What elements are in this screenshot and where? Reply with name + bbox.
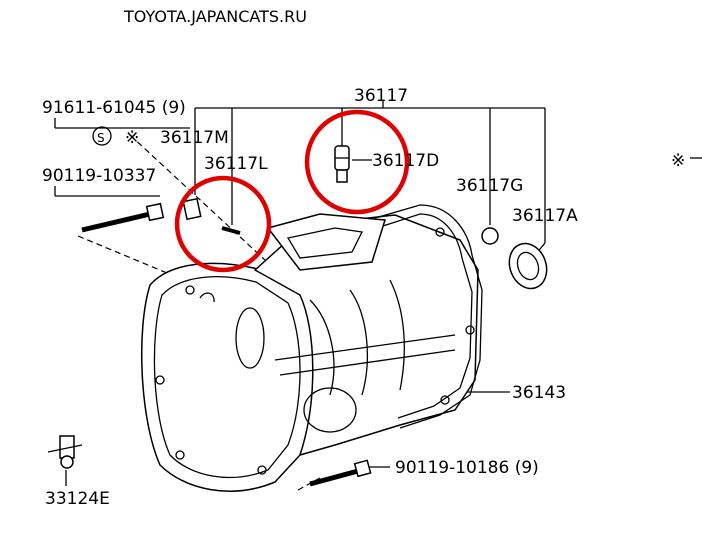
plug-36117G [481, 227, 499, 245]
label-edge-star-mark: ※ [671, 151, 685, 171]
label-36117: 36117 [354, 86, 408, 106]
bolt-90119-10337 [81, 202, 165, 233]
label-36117M: 36117M [160, 128, 229, 148]
label-91611-61045: 91611-61045 (9) [42, 98, 186, 118]
label-star-mark: ※ [125, 128, 139, 148]
label-33124E: 33124E [45, 489, 110, 509]
pin-36117L [221, 226, 241, 235]
highlight-ring-36117D [304, 109, 410, 215]
transmission-case [141, 204, 483, 492]
highlight-ring-36117M-L [174, 175, 272, 273]
label-36117A: 36117A [512, 206, 578, 226]
label-36117G: 36117G [456, 176, 523, 196]
bolt-90119-10186 [309, 459, 372, 487]
plug-36117M [182, 197, 202, 221]
label-90119-10337: 90119-10337 [42, 166, 156, 186]
leader-lines [54, 100, 546, 486]
seal-36117A [508, 242, 548, 290]
sensor-33124E [47, 435, 83, 469]
label-36117L: 36117L [204, 154, 268, 174]
label-36117D: 36117D [372, 151, 439, 171]
plug-36117D [334, 145, 350, 183]
label-90119-10186: 90119-10186 (9) [395, 458, 539, 478]
label-circle-s: S [97, 131, 105, 145]
label-36143: 36143 [512, 383, 566, 403]
watermark-text: TOYOTA.JAPANCATS.RU [123, 7, 307, 26]
washer-91611 [92, 126, 112, 146]
